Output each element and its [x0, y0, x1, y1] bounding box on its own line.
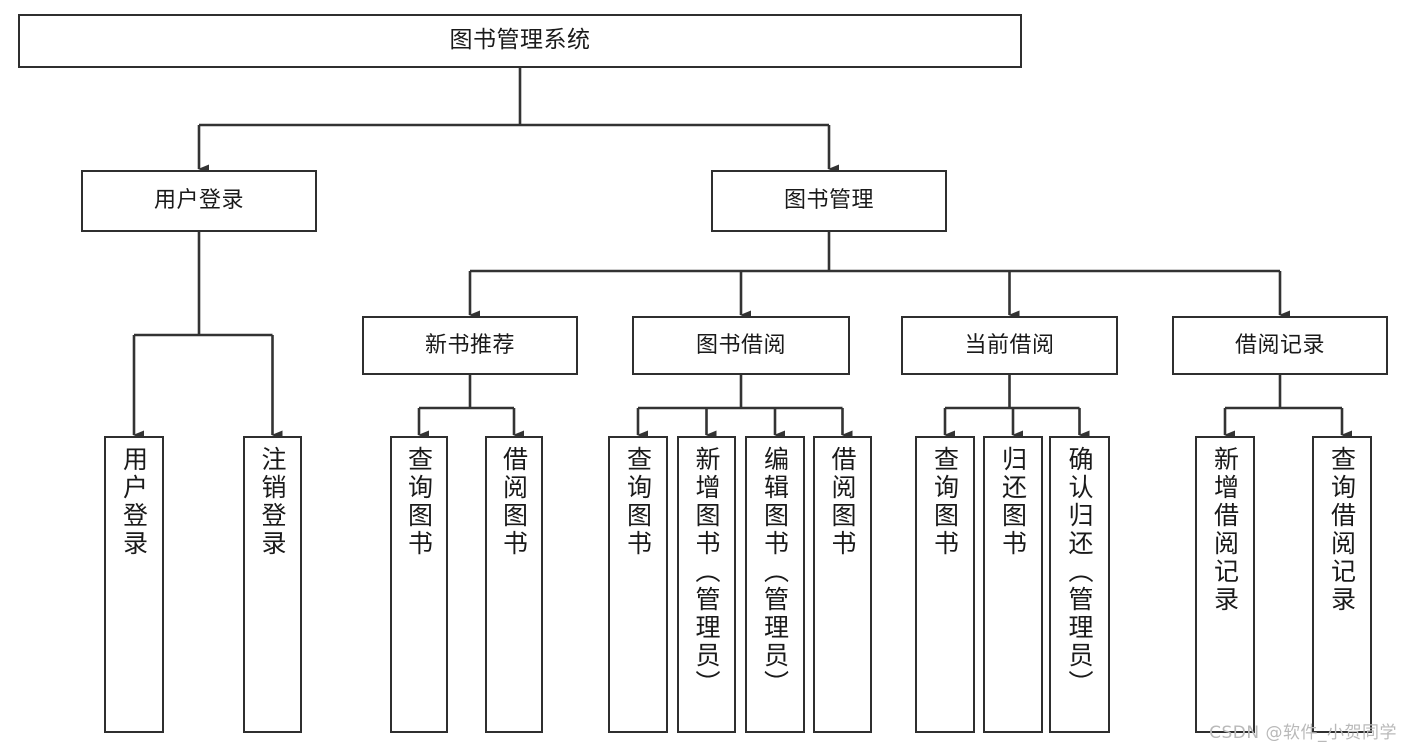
node-borrow-records[interactable]: 借阅记录 [1172, 316, 1388, 375]
node-book-borrow[interactable]: 图书借阅 [632, 316, 850, 375]
node-label-root: 图书管理系统 [449, 27, 591, 54]
node-label-leaf-query-book-rec: 查询图书 [404, 446, 434, 558]
node-label-current-borrow: 当前借阅 [964, 332, 1055, 358]
node-label-user-login: 用户登录 [153, 188, 244, 214]
node-label-leaf-confirm-return: 确认归还（管理员） [1065, 446, 1094, 698]
node-label-leaf-edit-book: 编辑图书（管理员） [760, 446, 790, 698]
node-label-leaf-borrow-book: 借阅图书 [828, 446, 857, 558]
node-user-login[interactable]: 用户登录 [81, 170, 317, 232]
node-label-leaf-query-book-borrow: 查询图书 [623, 446, 653, 558]
node-leaf-query-book-current[interactable]: 查询图书 [915, 436, 975, 733]
node-leaf-user-login[interactable]: 用户登录 [104, 436, 164, 733]
node-label-leaf-query-book-current: 查询图书 [930, 446, 960, 558]
node-leaf-add-borrow-record[interactable]: 新增借阅记录 [1195, 436, 1255, 733]
node-leaf-borrow-book[interactable]: 借阅图书 [813, 436, 872, 733]
node-label-leaf-add-book: 新增图书（管理员） [692, 446, 721, 698]
node-leaf-edit-book[interactable]: 编辑图书（管理员） [745, 436, 805, 733]
node-leaf-query-book-rec[interactable]: 查询图书 [390, 436, 448, 733]
node-label-borrow-records: 借阅记录 [1234, 332, 1325, 358]
node-leaf-borrow-book-rec[interactable]: 借阅图书 [485, 436, 543, 733]
node-label-leaf-user-login: 用户登录 [119, 446, 149, 558]
node-new-book-recommend[interactable]: 新书推荐 [362, 316, 578, 375]
node-leaf-query-borrow-record[interactable]: 查询借阅记录 [1312, 436, 1372, 733]
node-label-book-borrow: 图书借阅 [695, 332, 786, 358]
node-leaf-confirm-return[interactable]: 确认归还（管理员） [1049, 436, 1110, 733]
node-leaf-add-book[interactable]: 新增图书（管理员） [677, 436, 736, 733]
node-book-management[interactable]: 图书管理 [711, 170, 947, 232]
node-label-book-management: 图书管理 [783, 188, 874, 214]
node-label-leaf-return-book: 归还图书 [998, 446, 1028, 558]
node-leaf-return-book[interactable]: 归还图书 [983, 436, 1043, 733]
node-leaf-logout[interactable]: 注销登录 [243, 436, 302, 733]
node-current-borrow[interactable]: 当前借阅 [901, 316, 1118, 375]
node-label-leaf-logout: 注销登录 [258, 446, 287, 558]
node-label-leaf-borrow-book-rec: 借阅图书 [499, 446, 529, 558]
node-label-new-book-recommend: 新书推荐 [424, 332, 515, 358]
node-leaf-query-book-borrow[interactable]: 查询图书 [608, 436, 668, 733]
node-label-leaf-add-borrow-record: 新增借阅记录 [1210, 446, 1240, 614]
node-label-leaf-query-borrow-record: 查询借阅记录 [1327, 446, 1357, 614]
node-root[interactable]: 图书管理系统 [18, 14, 1022, 68]
